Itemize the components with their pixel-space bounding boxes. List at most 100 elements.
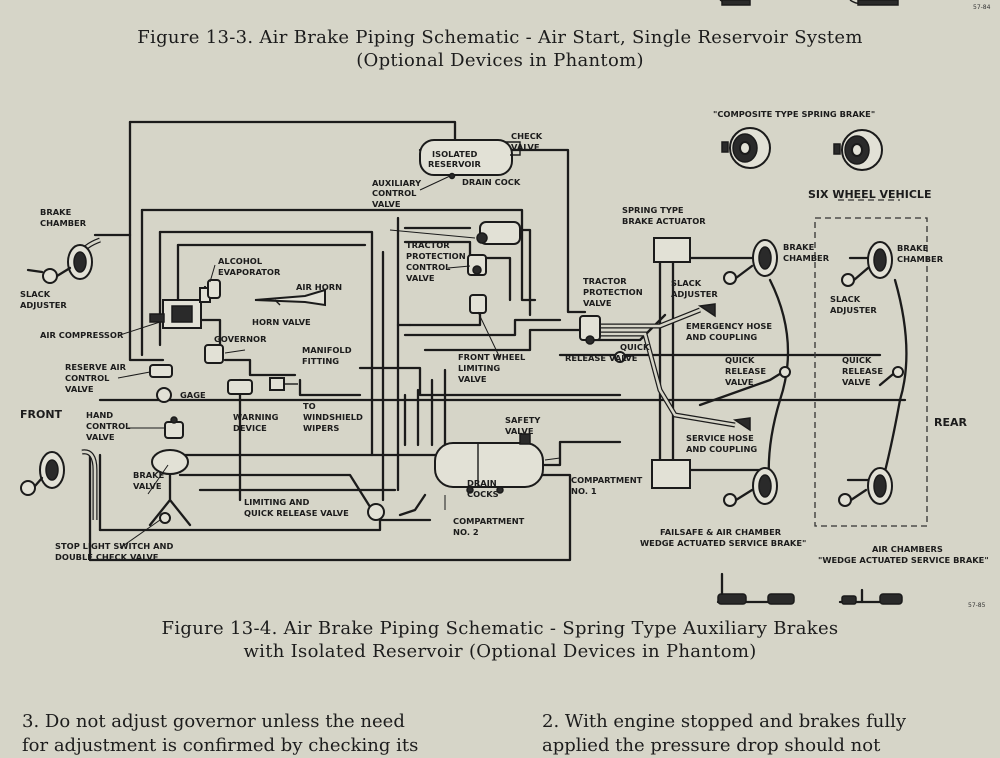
front-brake-chamber-bottom [20, 451, 65, 496]
label-slack-adjuster-right-2: ADJUSTER [830, 305, 877, 315]
label-front-wheel-limiting: FRONT WHEEL [458, 352, 526, 362]
label-horn-valve: HORN VALVE [252, 317, 311, 327]
label-brake-chamber-mid: BRAKE [783, 242, 815, 252]
label-rear: REAR [934, 416, 967, 429]
main-pipe-network [88, 120, 907, 562]
label-brake-chamber-left-2: CHAMBER [40, 218, 87, 228]
label-warning-device-2: DEVICE [233, 423, 267, 433]
emergency-coupling [697, 303, 716, 318]
air-compressor [149, 287, 211, 329]
label-air-chambers: AIR CHAMBERS [872, 544, 943, 554]
rear-axle-piping [658, 248, 908, 492]
stop-light-switch [159, 512, 171, 524]
label-quick-release-mid-3: VALVE [725, 377, 754, 387]
front-wheel-limiting-valve [469, 294, 487, 314]
label-check-valve: CHECK [511, 131, 543, 141]
body-paragraph-right: 2. With engine stopped and brakes fully … [542, 710, 906, 758]
label-hand-control-3: VALVE [86, 432, 115, 442]
label-drain-cock: DRAIN COCK [462, 177, 521, 187]
label-spring-actuator: SPRING TYPE [622, 205, 684, 215]
label-service-hose-2: AND COUPLING [686, 444, 757, 454]
label-warning-device: WARNING [233, 412, 279, 422]
drain-cock-isolated [448, 172, 456, 180]
label-brake-chamber-mid-2: CHAMBER [783, 253, 830, 263]
label-tractor-protection-control-3: CONTROL [406, 262, 451, 272]
label-front-wheel-limiting-2: LIMITING [458, 363, 500, 373]
label-limiting-qr-2: QUICK RELEASE VALVE [244, 508, 349, 518]
quick-release-valve-mid [779, 366, 791, 378]
rear-brake-chamber-mid-bottom [723, 467, 778, 507]
label-tractor-protection-valve-2: PROTECTION [583, 287, 643, 297]
wedge-brake-icon-right [838, 588, 903, 605]
label-limiting-qr: LIMITING AND [244, 497, 309, 507]
label-governor: GOVERNOR [214, 334, 267, 344]
rear-brake-chamber-right-bottom [838, 467, 893, 507]
label-compartment-2: COMPARTMENT [453, 516, 525, 526]
body-right-line-1: 2. With engine stopped and brakes fully [542, 711, 907, 732]
label-hand-control: HAND [86, 410, 113, 420]
label-slack-adjuster-mid-2: ADJUSTER [671, 289, 718, 299]
failsafe-actuator-bottom [651, 459, 691, 489]
six-wheel-phantom-box [814, 217, 928, 527]
label-brake-valve: BRAKE [133, 470, 165, 480]
label-reserve-air-2: CONTROL [65, 373, 110, 383]
label-check-valve-2: VALVE [511, 142, 540, 152]
label-slack-adjuster-right: SLACK [830, 294, 861, 304]
label-air-horn: AIR HORN [296, 282, 342, 292]
label-compartment-1-2: NO. 1 [571, 486, 597, 496]
label-emergency-hose: EMERGENCY HOSE [686, 321, 772, 331]
label-to-windshield: TO [303, 401, 316, 411]
leader-lines [117, 149, 641, 549]
label-reserve-air-3: VALVE [65, 384, 94, 394]
label-quick-release-left: QUICK [620, 342, 650, 352]
brake-valve [148, 449, 192, 527]
label-gage: GAGE [180, 390, 206, 400]
label-safety-valve: SAFETY [505, 415, 541, 425]
label-aux-control-3: VALVE [372, 199, 401, 209]
label-brake-valve-2: VALVE [133, 481, 162, 491]
label-air-chambers-2: "WEDGE ACTUATED SERVICE BRAKE" [818, 555, 989, 565]
air-horn [254, 288, 326, 307]
rear-brake-chamber-right-top [841, 241, 893, 287]
hand-control-valve [164, 416, 184, 439]
figure-13-4-caption: Figure 13-4. Air Brake Piping Schematic … [0, 617, 1000, 663]
label-brake-chamber-right-2: CHAMBER [897, 254, 944, 264]
label-quick-release-right-3: VALVE [842, 377, 871, 387]
label-slack-adjuster-left: SLACK [20, 289, 51, 299]
isolated-reservoir [419, 139, 521, 176]
warning-device [227, 379, 253, 395]
rear-brake-chamber-mid-top [723, 239, 778, 285]
tractor-protection-control-valve [467, 254, 487, 276]
service-coupling [732, 417, 751, 432]
reserve-air-control-valve [149, 364, 173, 378]
label-tractor-protection-control: TRACTOR [406, 240, 450, 250]
label-service-hose: SERVICE HOSE [686, 433, 754, 443]
figure-13-3-caption: Figure 13-3. Air Brake Piping Schematic … [0, 26, 1000, 72]
body-left-line-2: for adjustment is confirmed by checking … [22, 735, 419, 756]
composite-spring-brake-right [833, 129, 883, 171]
label-drain-cocks: DRAIN [467, 478, 497, 488]
label-stop-light-2: DOUBLE CHECK VALVE [55, 552, 159, 562]
composite-spring-brake-left [721, 127, 771, 169]
label-tractor-protection-control-2: PROTECTION [406, 251, 466, 261]
label-manifold-fitting: MANIFOLD [302, 345, 352, 355]
label-manifold-fitting-2: FITTING [302, 356, 339, 366]
label-to-windshield-2: WINDSHIELD [303, 412, 363, 422]
label-spring-actuator-2: BRAKE ACTUATOR [622, 216, 706, 226]
label-emergency-hose-2: AND COUPLING [686, 332, 757, 342]
safety-valve [519, 433, 531, 445]
label-aux-control: AUXILIARY [372, 178, 422, 188]
tractor-protection-valve [579, 315, 601, 345]
label-tractor-protection-valve: TRACTOR [583, 276, 627, 286]
component-labels: CHECK VALVE ISOLATED RESERVOIR DRAIN COC… [20, 109, 989, 565]
label-isolated-reservoir: ISOLATED [432, 149, 478, 159]
label-front-wheel-limiting-3: VALVE [458, 374, 487, 384]
body-paragraph-left: 3. Do not adjust governor unless the nee… [22, 710, 418, 758]
alcohol-evaporator [207, 279, 221, 299]
label-slack-adjuster-left-2: ADJUSTER [20, 300, 67, 310]
label-hand-control-2: CONTROL [86, 421, 131, 431]
label-isolated-reservoir-2: RESERVOIR [428, 159, 482, 169]
label-alcohol-evaporator: ALCOHOL [218, 256, 263, 266]
label-brake-chamber-left: BRAKE [40, 207, 72, 217]
